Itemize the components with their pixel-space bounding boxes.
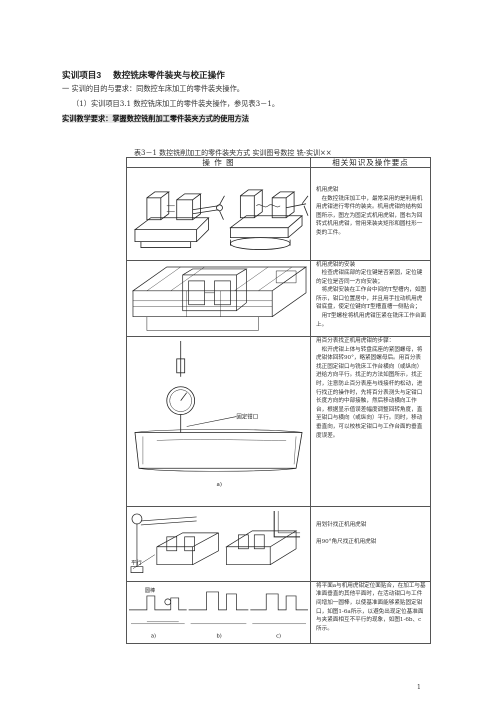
- paragraph: 用T型螺栓将机用虎钳压紧在铣床工作台面上。: [316, 313, 427, 328]
- fig-label-b: b): [217, 633, 222, 639]
- intro-line-1: 一 实训的目的与要求：同数控车床加工的零件装夹操作。: [62, 84, 244, 93]
- requirement-text: ：掌握数控铣削加工零件装夹方式的使用方法: [105, 114, 249, 123]
- figure-cell: [126, 259, 311, 338]
- paragraph: 用划针找正机用虎钳: [316, 522, 367, 529]
- vise-figure: [127, 168, 310, 260]
- requirement-label: 实训教学要求: [62, 114, 106, 123]
- text-cell: 用划针找正机用虎钳 用90°角尺找正机用虎钳: [310, 506, 431, 582]
- table-row: 机用虎钳的安装 检查虎钳底部的定位键是否紧固，定位键的定位是否同一方向安装； 将…: [126, 259, 431, 338]
- fig-label-c: c): [276, 633, 281, 639]
- figure-cell: [126, 167, 311, 261]
- parallel-label: 平行: [131, 559, 142, 567]
- round-bar-figure: 圆棒 a) b) c): [127, 582, 310, 644]
- table-row: 机用虎钳 在数控铣床加工中，最常采用的是利用机用虎钳进行零件的装夹。机用虎钳的结…: [126, 167, 431, 261]
- fig-label-a: a): [217, 482, 222, 488]
- header-operation-figure: 操 作 图: [126, 157, 311, 168]
- table-caption: 表3－1 数控铣削加工的零件装夹方式 实训图号数控 铣-实训××: [134, 149, 332, 157]
- text-cell: 机用虎钳的安装 检查虎钳底部的定位键是否紧固，定位键的定位是否同一方向安装； 将…: [310, 259, 431, 338]
- header-knowledge: 相关知识及操作要点: [310, 157, 431, 168]
- figure-cell: 平行: [126, 506, 311, 582]
- paragraph: 松开虎钳上体与转盘底座的紧固螺母，将虎钳体回转90°，略紧固螺母后。用百分表找正…: [316, 346, 423, 439]
- paragraph: 机用虎钳的安装: [316, 261, 356, 268]
- dial-indicator-figure: 固定钳口 a): [127, 337, 310, 506]
- figure-cell: 固定钳口 a): [126, 336, 311, 508]
- paragraph: 将平面a与机用虎钳定位面贴合，在加工与基准面垂直的其他平面时，在活动钳口与工件间…: [316, 582, 426, 632]
- fixed-jaw-label: 固定钳口: [236, 413, 258, 421]
- paragraph: 检查虎钳底部的定位键是否紧固，定位键的定位是否同一方向安装；: [316, 270, 423, 285]
- project-title: 数控铣床零件装夹与校正操作: [113, 70, 225, 80]
- text-cell: 用百分表找正机用虎钳的步骤： 松开虎钳上体与转盘底座的紧固螺母，将虎钳体回转90…: [310, 336, 431, 508]
- paragraph: 将虎钳安装在工作台中间的T型槽内，如图所示，钳口位置居中，并且用手拉动机用虎钳底…: [316, 287, 427, 311]
- requirement-line: 实训教学要求：掌握数控铣削加工零件装夹方式的使用方法: [62, 114, 249, 124]
- intro-line-2: （1）实训项目3.1 数控铣床加工的零件装夹操作，参见表3－1。: [72, 99, 280, 108]
- fixture-table: 操 作 图 相关知识及操作要点: [126, 157, 431, 645]
- table-header-row: 操 作 图 相关知识及操作要点: [126, 157, 431, 168]
- page-number: 1: [417, 684, 421, 691]
- figure-cell: 圆棒 a) b) c): [126, 580, 311, 645]
- text-cell: 将平面a与机用虎钳定位面贴合，在加工与基准面垂直的其他平面时，在活动钳口与工件间…: [310, 580, 431, 645]
- fig-label-a: a): [151, 633, 156, 639]
- tslot-table-figure: [127, 261, 310, 337]
- paragraph: 用90°角尺找正机用虎钳: [316, 538, 377, 545]
- project-label: 实训项目3: [62, 70, 102, 80]
- paragraph: 在数控铣床加工中，最常采用的是利用机用虎钳进行零件的装夹。机用虎钳的结构如图所示…: [316, 195, 423, 236]
- page-title: 实训项目3 数控铣床零件装夹与校正操作: [62, 69, 225, 81]
- table-row: 固定钳口 a) 用百分表找正机用虎钳的步骤： 松开虎钳上体与转盘底座的紧固螺母，…: [126, 336, 431, 508]
- round-bar-label: 圆棒: [145, 586, 155, 594]
- table-row: 平行 用划针找正机用虎钳 用90°角尺找正机用虎钳: [126, 506, 431, 582]
- paragraph: 用百分表找正机用虎钳的步骤：: [316, 338, 395, 345]
- text-cell: 机用虎钳 在数控铣床加工中，最常采用的是利用机用虎钳进行零件的装夹。机用虎钳的结…: [310, 167, 431, 261]
- table-row: 圆棒 a) b) c) 将平面a与机用虎钳定位面贴合，在加工与基准面垂直的其他平…: [126, 580, 431, 645]
- paragraph: 机用虎钳: [316, 187, 339, 193]
- scriber-square-figure: 平行: [127, 507, 310, 581]
